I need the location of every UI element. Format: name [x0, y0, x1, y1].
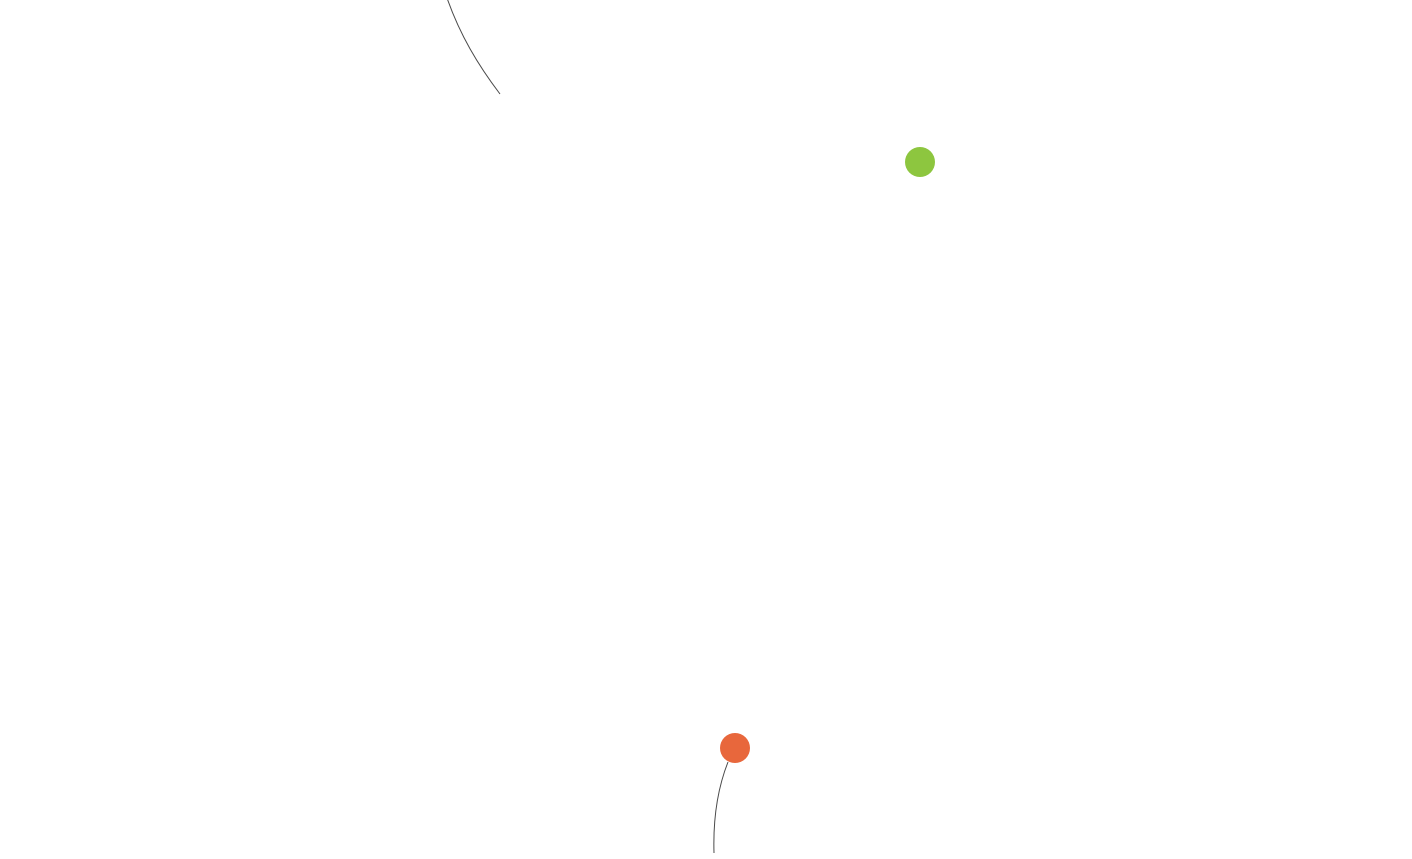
green-dot [905, 147, 935, 177]
orange-dot [720, 733, 750, 763]
bottom-curve [713, 761, 729, 854]
top-curve [447, 0, 501, 95]
